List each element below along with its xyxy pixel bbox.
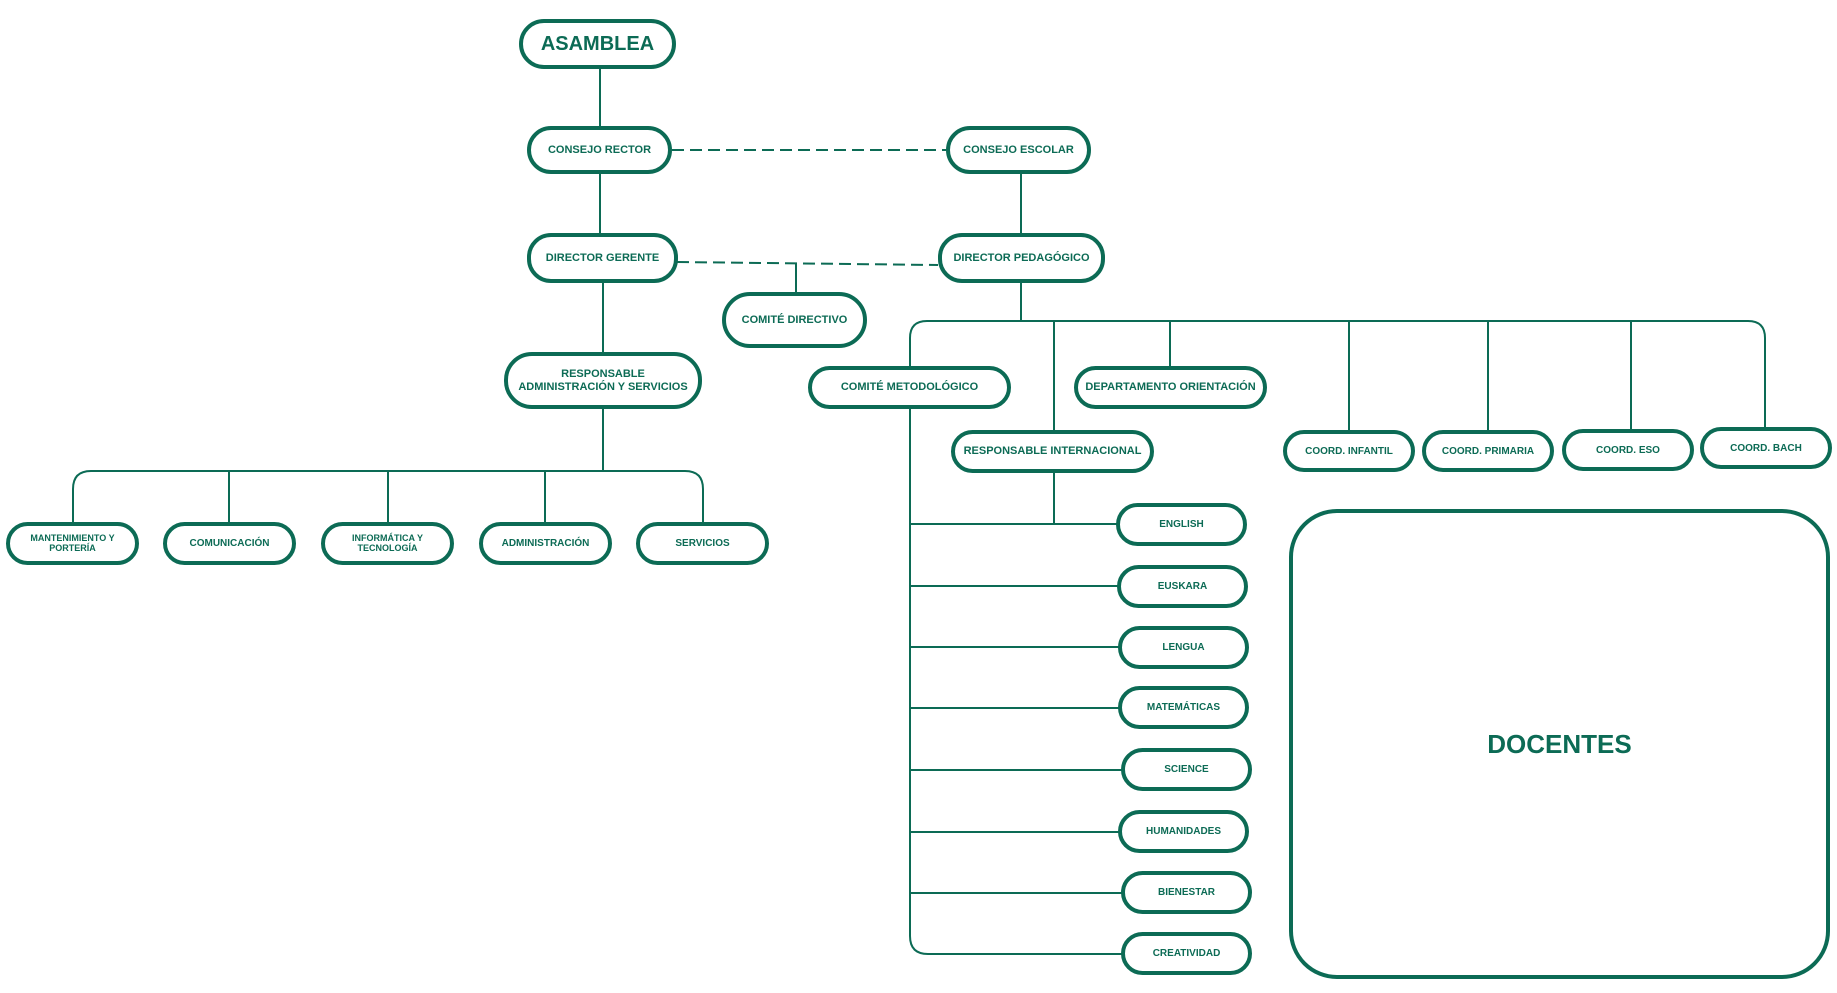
branch-right-top (909, 320, 1766, 431)
coord-eso-node: COORD. ESO (1562, 429, 1694, 471)
coord-bach-node: COORD. BACH (1700, 427, 1832, 469)
director-pedagogico-node: DIRECTOR PEDAGÓGICO (938, 233, 1105, 283)
informatica-node: INFORMÁTICA Y TECNOLOGÍA (321, 522, 454, 565)
mantenimiento-node: MANTENIMIENTO Y PORTERÍA (6, 522, 139, 565)
metodologico-spine (909, 408, 1124, 955)
bienestar-node: BIENESTAR (1121, 871, 1252, 914)
administracion-node: ADMINISTRACIÓN (479, 522, 612, 565)
comunicacion-node: COMUNICACIÓN (163, 522, 296, 565)
director-gerente-node: DIRECTOR GERENTE (527, 233, 678, 283)
consejo-escolar-node: CONSEJO ESCOLAR (946, 126, 1091, 174)
science-node: SCIENCE (1121, 748, 1252, 791)
coord-primaria-node: COORD. PRIMARIA (1422, 430, 1554, 472)
humanidades-node: HUMANIDADES (1118, 810, 1249, 853)
servicios-node: SERVICIOS (636, 522, 769, 565)
consejo-rector-node: CONSEJO RECTOR (527, 126, 672, 174)
asamblea-node: ASAMBLEA (519, 19, 676, 69)
coord-infantil-node: COORD. INFANTIL (1283, 430, 1415, 472)
docentes-node: DOCENTES (1289, 509, 1830, 979)
matematicas-node: MATEMÁTICAS (1118, 686, 1249, 729)
comite-directivo-node: COMITÉ DIRECTIVO (722, 292, 867, 348)
english-node: ENGLISH (1116, 503, 1247, 546)
departamento-orientacion-node: DEPARTAMENTO ORIENTACIÓN (1074, 366, 1267, 409)
comite-metodologico-node: COMITÉ METODOLÓGICO (808, 366, 1011, 409)
responsable-internacional-node: RESPONSABLE INTERNACIONAL (951, 430, 1154, 473)
euskara-node: EUSKARA (1117, 565, 1248, 608)
lengua-node: LENGUA (1118, 626, 1249, 669)
creatividad-node: CREATIVIDAD (1121, 932, 1252, 975)
responsable-admin-node: RESPONSABLE ADMINISTRACIÓN Y SERVICIOS (504, 352, 702, 409)
dashed-gerente-pedagogico (676, 261, 939, 266)
